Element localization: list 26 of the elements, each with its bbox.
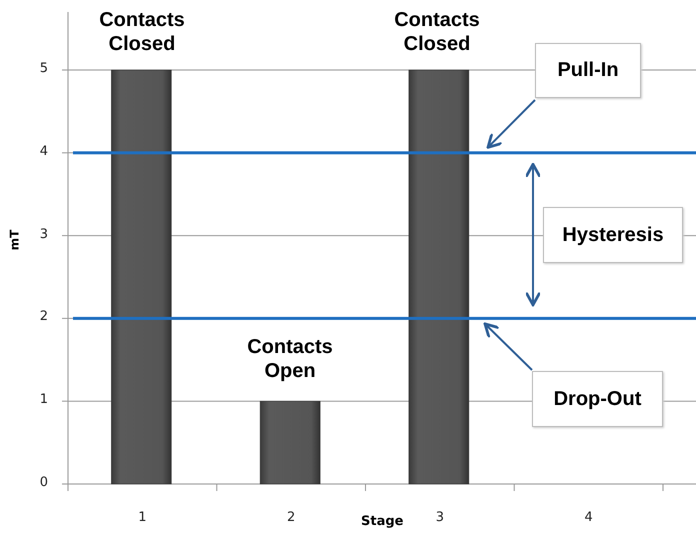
axis-title: mT	[7, 230, 22, 250]
tick-label: 4	[583, 510, 594, 525]
tick-label: 5	[38, 61, 48, 76]
tick-label: 2	[286, 510, 296, 525]
callout-text: Pull-In	[557, 59, 619, 82]
callout-text: Hysteresis	[562, 224, 664, 246]
callout-box	[543, 207, 683, 263]
bar-annotation: Contacts Closed	[393, 8, 481, 56]
threshold-line	[73, 316, 696, 320]
tick-label: 1	[38, 392, 48, 408]
leader-arrow	[486, 99, 536, 149]
tick-label: 3	[434, 510, 446, 525]
tick-label: 4	[38, 144, 48, 159]
callout-box	[535, 43, 641, 98]
leader-arrow	[484, 322, 533, 371]
tick-label: 2	[38, 309, 48, 324]
axis-title: Stage	[361, 514, 404, 529]
callout-box	[532, 371, 663, 427]
tick-label: 0	[38, 475, 48, 490]
tick-label: 1	[137, 510, 148, 525]
callout-text: Drop-Out	[554, 388, 642, 410]
threshold-line	[73, 151, 696, 154]
bar-annotation: Contacts Open	[246, 335, 334, 383]
tick-label: 3	[38, 226, 48, 242]
leader-arrow	[524, 162, 542, 306]
bar-annotation: Contacts Closed	[98, 8, 186, 56]
